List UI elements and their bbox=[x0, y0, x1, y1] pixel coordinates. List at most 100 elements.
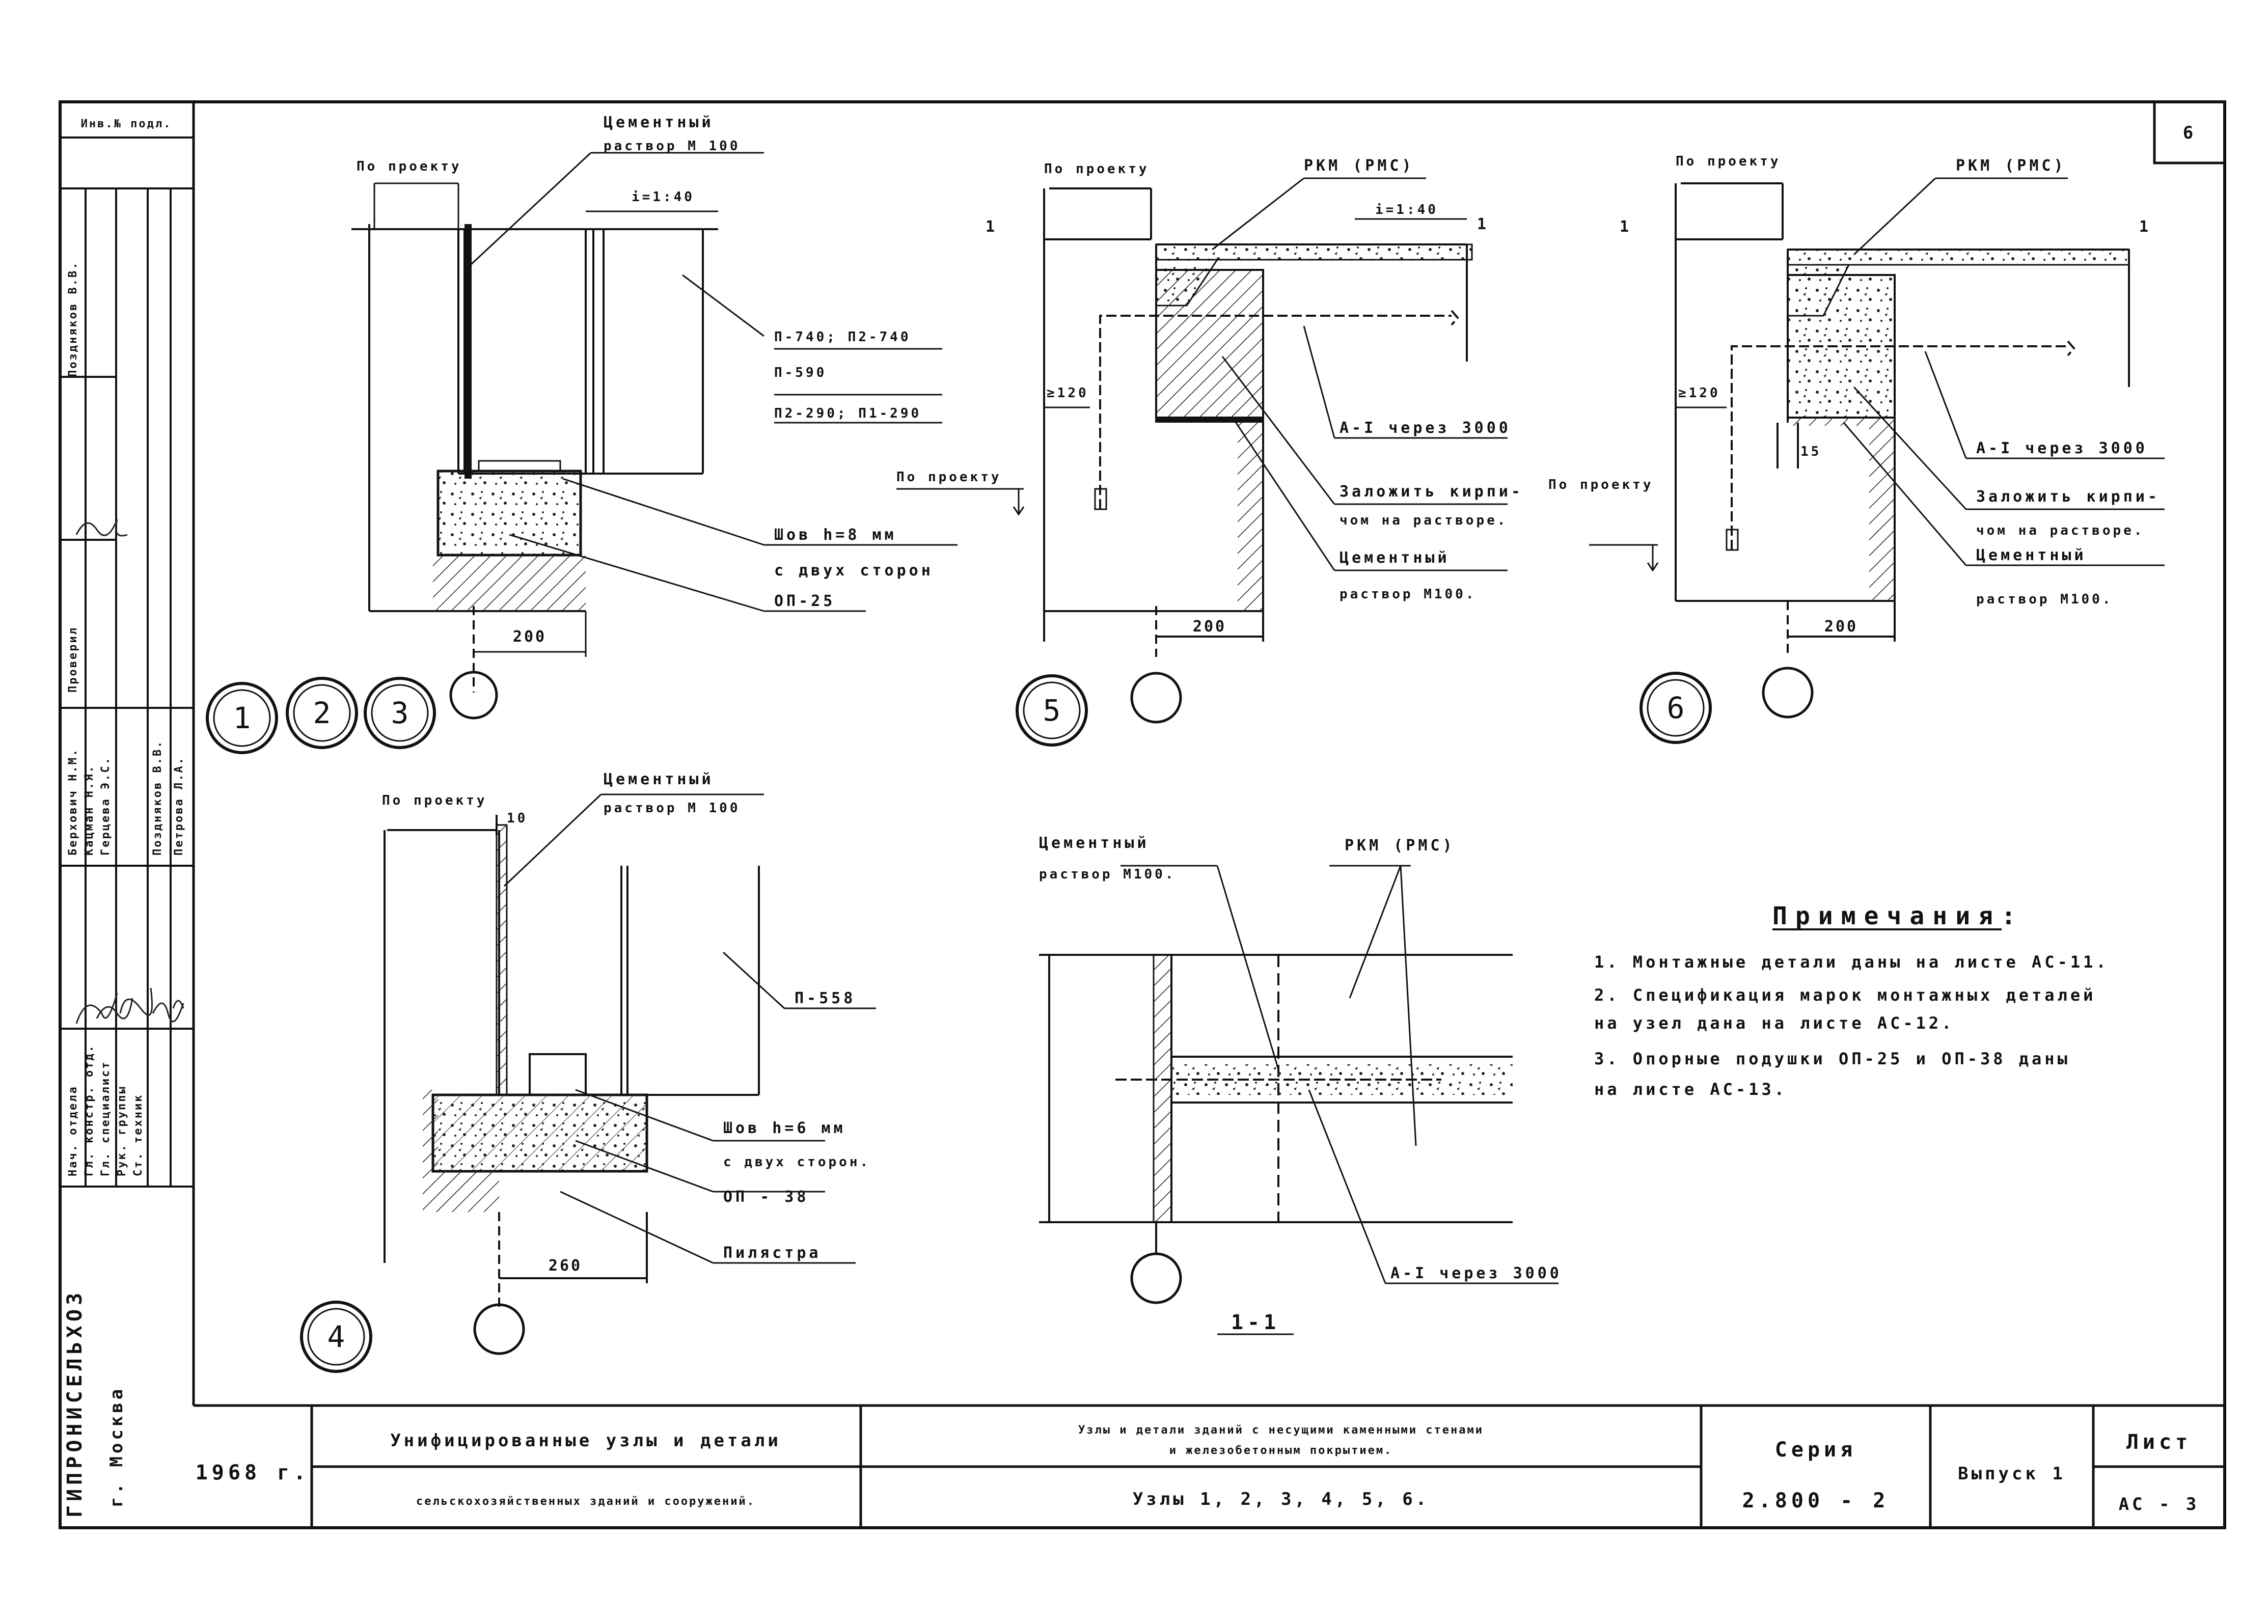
note-3-line-2: на листе АС-13. bbox=[1594, 1080, 1787, 1099]
n6-section-left: 1 bbox=[1620, 218, 1632, 236]
n4-plaster: Пилястра bbox=[723, 1244, 822, 1262]
note-1: 1. Монтажные детали даны на листе АС-11. bbox=[1594, 952, 2109, 972]
n5-roof-layer bbox=[1155, 243, 1473, 261]
tb-sheet-subtitle: Узлы 1, 2, 3, 4, 5, 6. bbox=[1133, 1489, 1429, 1509]
n4-panel: П-558 bbox=[795, 989, 856, 1007]
node-circles-1-2-3: 1 2 3 bbox=[206, 677, 436, 754]
role-3: Гл. специалист bbox=[99, 1061, 112, 1176]
n6-gap: 15 bbox=[1800, 444, 1821, 459]
n6-section-right: 1 bbox=[2139, 218, 2151, 236]
n6-axis-circle bbox=[1762, 667, 1814, 719]
n5-axis-circle bbox=[1130, 672, 1182, 724]
circle-4: 4 bbox=[327, 1319, 345, 1354]
n5-dim: 200 bbox=[1193, 618, 1226, 636]
role-4: Рук. группы bbox=[116, 1085, 128, 1176]
sheet-frame bbox=[59, 100, 2226, 1529]
s11-carpet: РКМ (РМС) bbox=[1345, 837, 1455, 855]
name-1: Берхович Н.М. bbox=[67, 748, 79, 856]
n1-pad: ОП-25 bbox=[774, 592, 835, 610]
note-3-line-1: 3. Опорные подушки ОП-25 и ОП-38 даны bbox=[1594, 1049, 2070, 1068]
mortar-strip bbox=[464, 224, 472, 479]
n6-fill-2: чом на растворе. bbox=[1976, 523, 2144, 538]
n1-cement-1: Цементный bbox=[604, 114, 714, 131]
notes-title: Примечания: bbox=[1772, 902, 2024, 930]
tb-issue: Выпуск 1 bbox=[1958, 1464, 2066, 1484]
name-5: Петрова Л.А. bbox=[173, 756, 185, 856]
check-label: Проверил bbox=[67, 626, 79, 693]
inv-label: Инв.№ подл. bbox=[81, 118, 172, 130]
n1-seam-2: с двух сторон bbox=[774, 562, 934, 580]
n1-seam-1: Шов h=8 мм bbox=[774, 526, 897, 544]
n6-height: ≥120 bbox=[1678, 386, 1720, 401]
n6-cement-1: Цементный bbox=[1976, 546, 2087, 564]
side-block: Инв.№ подл. ГИПРОНИСЕЛЬХОЗ г. Москва Нач… bbox=[60, 118, 194, 1518]
n4-pad: ОП - 38 bbox=[723, 1188, 809, 1206]
notes: Примечания: 1. Монтажные детали даны на … bbox=[1594, 902, 2109, 1099]
node-6: По проекту РКМ (РМС) 1 1 ≥120 15 А-I чер… bbox=[1548, 154, 2165, 744]
name-3: Герцева Э.С. bbox=[99, 756, 112, 856]
n6-design-2: По проекту bbox=[1548, 477, 1654, 492]
name-4: Поздняков В.В. bbox=[151, 740, 164, 856]
signatures bbox=[75, 519, 184, 1024]
circle-6: 6 bbox=[1667, 691, 1685, 725]
circle-1: 1 bbox=[233, 701, 251, 735]
n4-design: По проекту bbox=[382, 793, 487, 808]
n6-carpet: РКМ (РМС) bbox=[1956, 157, 2066, 175]
n6-fill-1: Заложить кирпи- bbox=[1976, 488, 2160, 506]
name-2: Кацман Н.Я. bbox=[83, 764, 96, 856]
org-name: ГИПРОНИСЕЛЬХОЗ bbox=[63, 1289, 87, 1518]
role-2: Гл. констр. отд. bbox=[83, 1044, 96, 1176]
support-pad bbox=[436, 470, 582, 557]
n1-panel-3: П2-290; П1-290 bbox=[774, 406, 921, 421]
tb-series-title-1: Унифицированные узлы и детали bbox=[390, 1430, 781, 1451]
n5-cement-2: раствор М100. bbox=[1340, 587, 1477, 602]
tb-sheet-label: Лист bbox=[2126, 1430, 2192, 1454]
n1-dim: 200 bbox=[513, 628, 546, 646]
section-1-1: Цементный раствор М100. РКМ (РМС) А-I че… bbox=[1039, 834, 1562, 1335]
sheet-number: 6 bbox=[2183, 123, 2196, 143]
n5-height: ≥120 bbox=[1047, 386, 1089, 401]
n1-design: По проекту bbox=[357, 159, 462, 174]
n4-dim: 260 bbox=[549, 1257, 582, 1275]
tb-series-label: Серия bbox=[1775, 1438, 1856, 1462]
wall-hatch bbox=[433, 555, 586, 611]
n1-axis-circle bbox=[449, 671, 498, 720]
org-city: г. Москва bbox=[106, 1386, 127, 1507]
tb-sheet-title-2: и железобетонным покрытием. bbox=[1169, 1444, 1393, 1457]
n1-slope: i=1:40 bbox=[632, 189, 695, 205]
note-2-line-1: 2. Спецификация марок монтажных деталей bbox=[1594, 985, 2096, 1005]
s11-bar: А-I через 3000 bbox=[1390, 1264, 1562, 1282]
tb-sheet-value: АС - 3 bbox=[2119, 1494, 2200, 1515]
tb-series-title-2: сельскохозяйственных зданий и сооружений… bbox=[416, 1495, 755, 1508]
checker-name: Поздняков В.В. bbox=[67, 261, 79, 377]
node-4: По проекту Цементный раствор М 100 10 П-… bbox=[300, 770, 876, 1373]
n4-cement-1: Цементный bbox=[604, 770, 714, 788]
circle-5: 5 bbox=[1043, 693, 1061, 728]
n1-panel-1: П-740; П2-740 bbox=[774, 329, 911, 345]
note-2-line-2: на узел дана на листе АС-12. bbox=[1594, 1013, 1954, 1033]
n6-design: По проекту bbox=[1676, 154, 1781, 169]
n5-design-2: По проекту bbox=[896, 470, 1002, 485]
node-1-2-3: Цементный раствор М 100 По проекту i=1:4… bbox=[351, 114, 958, 720]
n4-seam-2: с двух сторон. bbox=[723, 1154, 870, 1170]
s11-axis-circle bbox=[1130, 1252, 1182, 1304]
n5-design: По проекту bbox=[1044, 161, 1150, 177]
sheet-number-box: 6 bbox=[2153, 100, 2226, 164]
n5-brick-fill bbox=[1155, 269, 1264, 419]
n5-bar: А-I через 3000 bbox=[1340, 419, 1511, 437]
n5-section-right: 1 bbox=[1477, 215, 1489, 233]
n4-cement-2: раствор М 100 bbox=[604, 801, 741, 816]
n1-panel-2: П-590 bbox=[774, 365, 827, 380]
n5-fill-2: чом на растворе. bbox=[1340, 513, 1508, 528]
circle-3: 3 bbox=[391, 696, 409, 730]
tb-sheet-title-1: Узлы и детали зданий с несущими каменным… bbox=[1078, 1424, 1484, 1437]
n5-carpet: РКМ (РМС) bbox=[1304, 157, 1414, 175]
n5-fill-1: Заложить кирпи- bbox=[1340, 483, 1523, 501]
title-block: 1968 г. Унифицированные узлы и детали се… bbox=[196, 1406, 2225, 1528]
s11-cement-2: раствор М100. bbox=[1039, 867, 1176, 882]
n5-section-left: 1 bbox=[986, 218, 998, 236]
role-5: Ст. техник bbox=[132, 1094, 145, 1176]
n5-slope: i=1:40 bbox=[1375, 202, 1438, 217]
n1-cement-2: раствор М 100 bbox=[604, 139, 741, 154]
